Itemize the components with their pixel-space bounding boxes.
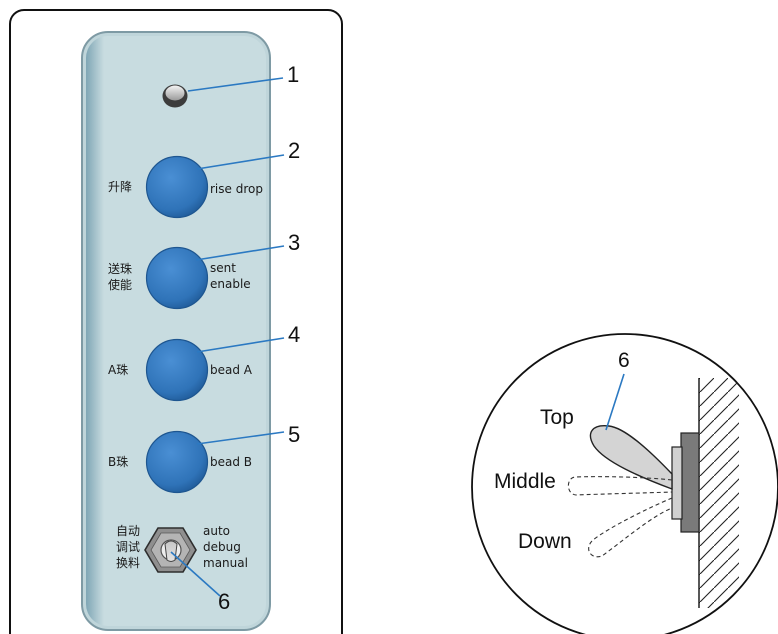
position-label-top: Top — [540, 406, 574, 429]
callout-5: 5 — [288, 422, 300, 447]
rise-drop-cn-label: 升降 — [108, 180, 132, 194]
switch-en-label-line3: manual — [203, 556, 248, 570]
callout-1: 1 — [287, 62, 299, 87]
rise-drop-button[interactable] — [145, 155, 209, 219]
callout-2: 2 — [288, 138, 300, 163]
switch-cn-label-line1: 自动 — [116, 524, 140, 538]
detail-callout-leader — [605, 373, 625, 431]
position-label-down: Down — [518, 530, 572, 553]
sent-enable-en-label-line1: sent — [210, 261, 236, 275]
lever-middle-position — [567, 476, 673, 496]
lever-top-position — [589, 425, 673, 491]
bead-a-cn-label: A珠 — [108, 363, 128, 377]
position-label-middle: Middle — [494, 470, 556, 493]
bead-b-en-label: bead B — [210, 455, 252, 469]
bead-b-button[interactable] — [145, 430, 209, 494]
switch-body — [671, 446, 683, 520]
sent-enable-button[interactable] — [145, 246, 209, 310]
callout-leader-5 — [196, 431, 285, 445]
callout-6: 6 — [218, 589, 230, 614]
callout-4: 4 — [288, 322, 300, 347]
mode-toggle-switch[interactable] — [144, 527, 197, 573]
callout-leader-6 — [170, 551, 221, 597]
rise-drop-en-label: rise drop — [210, 182, 263, 196]
switch-en-label-line2: debug — [203, 540, 241, 554]
wall-hatching — [699, 378, 739, 608]
callout-leader-2 — [196, 154, 285, 170]
sent-enable-cn-label-line1: 送珠 — [108, 261, 132, 276]
switch-en-label-line1: auto — [203, 524, 230, 538]
control-panel — [81, 31, 271, 631]
indicator-lamp — [162, 84, 188, 108]
detail-callout-6: 6 — [618, 349, 630, 372]
callout-leader-3 — [195, 245, 285, 261]
bead-a-en-label: bead A — [210, 363, 253, 377]
sent-enable-en-label-line2: enable — [210, 277, 251, 291]
switch-mount-plate — [680, 432, 700, 533]
bead-a-button[interactable] — [145, 338, 209, 402]
lever-down-position — [588, 497, 673, 558]
callout-leader-1 — [187, 77, 284, 92]
callout-leader-4 — [196, 337, 285, 353]
callout-3: 3 — [288, 230, 300, 255]
bead-b-cn-label: B珠 — [108, 455, 128, 469]
switch-cn-label-line3: 换料 — [116, 556, 140, 570]
switch-cn-label-line2: 调试 — [116, 539, 140, 554]
sent-enable-cn-label-line2: 使能 — [108, 277, 132, 292]
